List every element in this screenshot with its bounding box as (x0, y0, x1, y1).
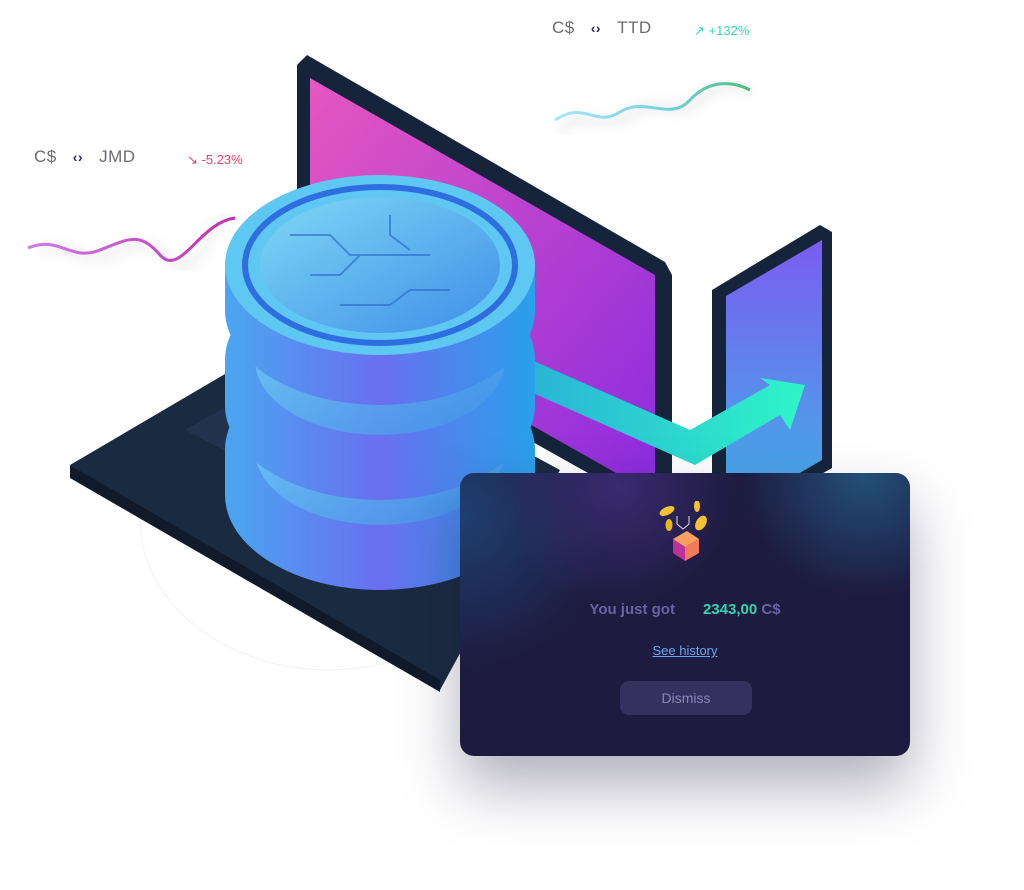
ticker-jmd: C$ ‹› JMD (34, 147, 136, 167)
arrow-down-icon: ↘ (187, 152, 198, 167)
reward-amount: 2343,00 (702, 601, 758, 618)
gift-box-coins-icon (659, 501, 707, 561)
ttd-trend-line (554, 82, 751, 122)
from-currency: C$ (552, 18, 575, 37)
reward-message: You just got 2343,00 C$ (460, 601, 910, 618)
reward-prefix: You just got (589, 601, 675, 618)
to-currency: TTD (617, 18, 652, 37)
ticker-ttd: C$ ‹› TTD (552, 18, 652, 38)
jmd-trend-line (27, 216, 236, 262)
swap-arrows-icon: ‹› (72, 149, 84, 165)
change-value: -5.23% (201, 152, 243, 167)
reward-card: You just got 2343,00 C$ See history Dismi… (460, 473, 910, 756)
swap-arrows-icon: ‹› (590, 20, 602, 36)
arrow-up-icon: ↗ (694, 23, 705, 38)
change-value: +132% (708, 23, 750, 38)
see-history-link[interactable]: See history (652, 643, 718, 658)
to-currency: JMD (99, 147, 136, 166)
change-jmd: ↘ -5.23% (187, 152, 243, 168)
reward-currency: C$ (761, 601, 781, 618)
dismiss-button[interactable]: Dismiss (620, 681, 752, 715)
from-currency: C$ (34, 147, 57, 166)
growth-arrow (515, 355, 805, 465)
change-ttd: ↗ +132% (694, 23, 749, 39)
coin-stack (225, 175, 535, 590)
